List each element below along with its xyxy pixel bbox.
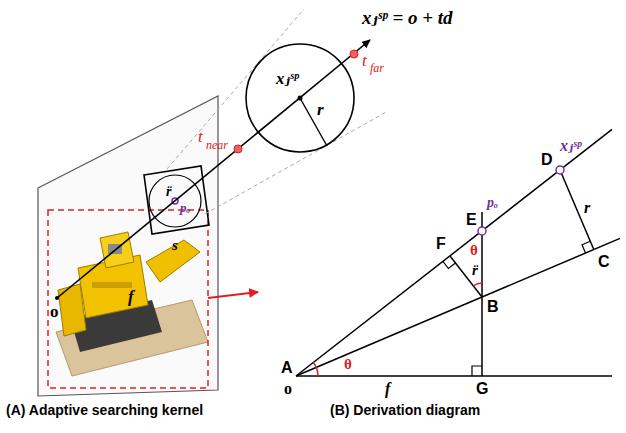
derivation-geometry — [313, 363, 318, 377]
radius-label: r̈ — [472, 263, 478, 278]
point-label: pₒ — [487, 196, 498, 210]
point-label: D — [541, 152, 553, 168]
crop-frame — [48, 210, 208, 388]
derivation-geometry — [478, 227, 486, 235]
focal-label: f — [128, 288, 134, 305]
cone-lines — [167, 9, 388, 214]
ray — [55, 40, 370, 300]
t-far-subscript: far — [370, 62, 384, 74]
point-label: pₒ — [180, 201, 190, 214]
crop-frame — [208, 292, 258, 298]
origin-label: o — [50, 303, 59, 320]
point-label: xⱼˢᵖ — [560, 138, 582, 154]
derivation-geometry — [473, 283, 482, 286]
lego-bulldozer — [58, 284, 86, 336]
derivation-geometry — [296, 238, 620, 376]
circle-outline — [245, 43, 355, 153]
ray — [350, 50, 358, 58]
derivation-geometry — [443, 261, 456, 268]
derivation-geometry — [296, 375, 612, 377]
derivation-geometry — [296, 129, 612, 376]
t-far-label: t — [362, 52, 367, 69]
derivation-geometry — [450, 256, 482, 297]
focal-label: f — [385, 381, 390, 397]
circle-outline — [246, 44, 354, 152]
crop-frame — [48, 210, 258, 388]
ray — [55, 296, 59, 300]
caption: (B) Derivation diagram — [330, 403, 480, 417]
point-label: C — [598, 254, 610, 270]
center-label: xⱼˢᵖ — [276, 70, 299, 87]
lego-bulldozer — [92, 282, 132, 288]
derivation-geometry — [472, 366, 482, 376]
angle-label: θ — [470, 243, 478, 258]
radius-label: r̈ — [166, 185, 171, 199]
radius-label: r — [584, 200, 590, 216]
t-near-label: t — [198, 128, 203, 145]
sphere-circle: xⱼˢᵖ r — [245, 43, 355, 153]
derivation-geometry — [556, 166, 564, 174]
origin-label: o — [284, 381, 292, 397]
circle-outline — [300, 98, 327, 146]
ray-equation: xⱼˢᵖ = o + td — [362, 8, 453, 27]
cone-lines — [205, 111, 388, 214]
point-label: B — [487, 299, 499, 315]
caption: (A) Adaptive searching kernel — [6, 403, 203, 417]
derivation-geometry — [481, 212, 483, 376]
derivation-geometry — [582, 241, 590, 253]
ray — [57, 40, 370, 298]
point-label: E — [466, 212, 477, 228]
derivation-geometry — [560, 170, 594, 250]
cone-lines — [167, 9, 304, 169]
circle-outline — [298, 96, 303, 101]
point-label: A — [281, 360, 293, 376]
lego-bulldozer — [100, 232, 134, 268]
size-label: s — [172, 238, 178, 253]
angle-label: θ — [344, 357, 352, 372]
t-near-subscript: near — [206, 139, 228, 151]
point-label: G — [476, 381, 488, 397]
radius-label: r — [317, 101, 324, 118]
lego-bulldozer — [56, 232, 208, 376]
derivation-geometry — [296, 129, 620, 376]
ray — [234, 145, 242, 153]
point-label: F — [436, 236, 446, 252]
